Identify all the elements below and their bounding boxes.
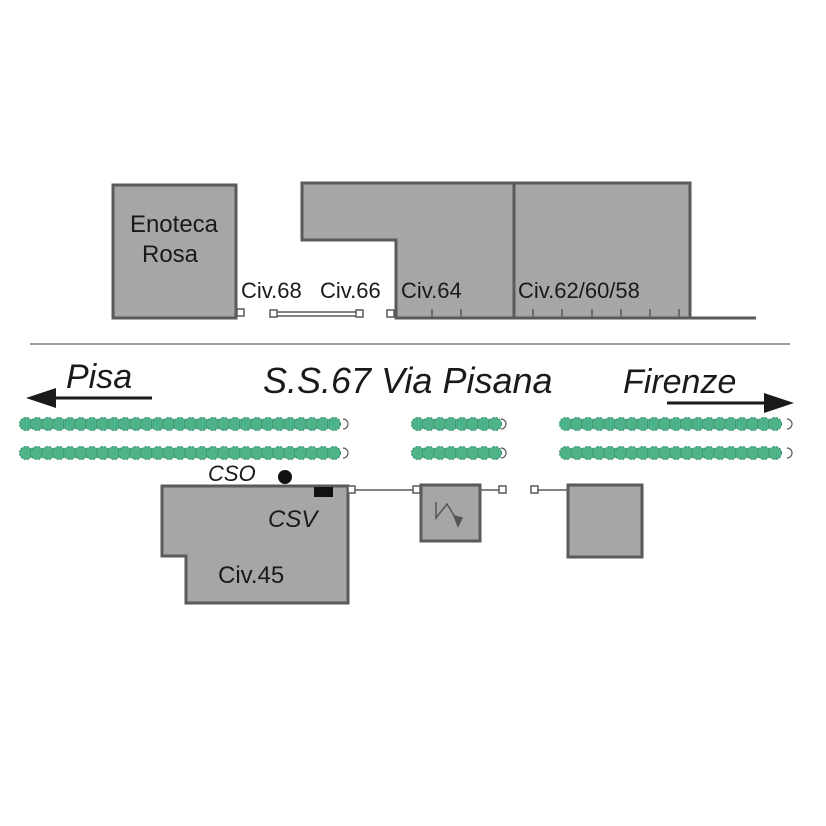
- civ68-label: Civ.68: [241, 278, 302, 303]
- civ66-label: Civ.66: [320, 278, 381, 303]
- enoteca-label-line2: Rosa: [142, 241, 199, 268]
- building-enoteca-rosa: [111, 183, 238, 320]
- hedge-row-left-1: [19, 417, 349, 431]
- arrow-right-icon: [667, 393, 794, 413]
- civ45-label: Civ.45: [218, 562, 284, 589]
- hedge-row-right-2: [559, 446, 793, 460]
- csv-label: CSV: [268, 506, 319, 533]
- direction-firenze-label: Firenze: [623, 363, 736, 401]
- direction-pisa-label: Pisa: [66, 358, 132, 396]
- cso-marker: [278, 470, 292, 484]
- gate-fence: [236, 308, 395, 318]
- hedge-row-mid-1: [411, 417, 507, 431]
- civ62-label: Civ.62/60/58: [518, 278, 640, 303]
- arrow-left-icon: [26, 388, 152, 408]
- transformer-cabin: [419, 483, 482, 543]
- csv-marker: [314, 487, 333, 497]
- civ64-label: Civ.64: [401, 278, 462, 303]
- building-civ62-60-58: [512, 181, 692, 320]
- building-east-small: [566, 483, 644, 559]
- street-name: S.S.67 Via Pisana: [263, 360, 553, 401]
- frontage-ticks: [431, 309, 680, 318]
- hedge-row-left-2: [19, 446, 349, 460]
- hedge-row-mid-2: [411, 446, 507, 460]
- lightning-arrow-icon: [435, 502, 464, 528]
- hedge-row-right-1: [559, 417, 793, 431]
- south-fence: [347, 485, 567, 494]
- enoteca-label-line1: Enoteca: [130, 211, 219, 238]
- cso-label: CSO: [208, 461, 256, 486]
